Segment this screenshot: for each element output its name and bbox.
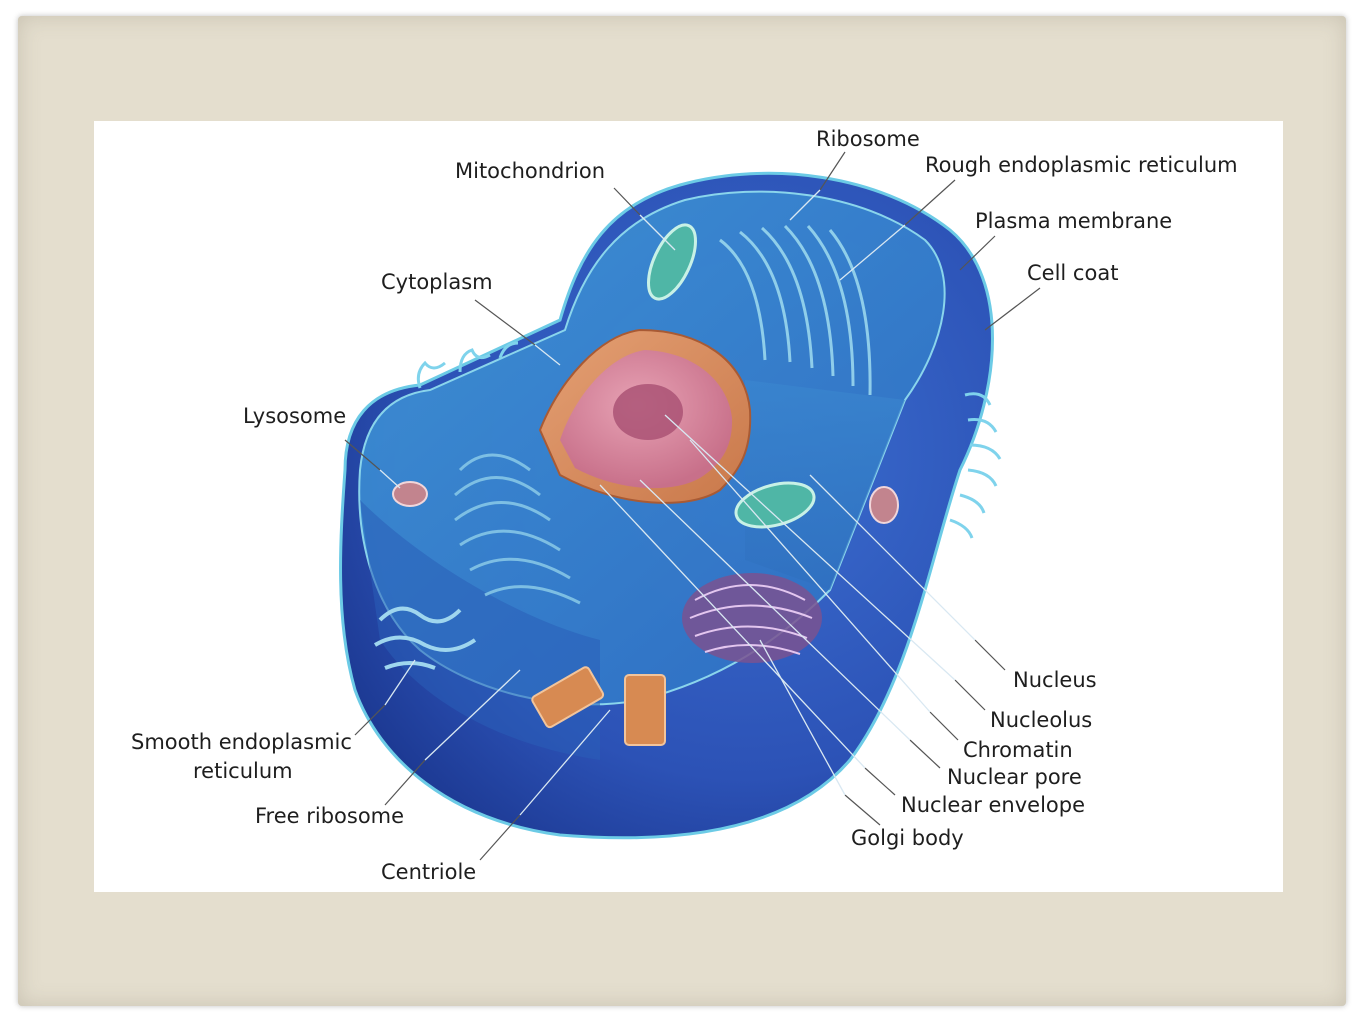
label-nucleolus: Nucleolus <box>990 708 1092 732</box>
mitochondrion-top <box>647 223 697 301</box>
label-cell-coat: Cell coat <box>1027 261 1118 285</box>
leader-nucleolus-inner <box>664 414 956 681</box>
golgi-body <box>682 573 822 663</box>
leader-chromatin <box>929 711 959 741</box>
leader-nuclear-pore <box>909 739 941 769</box>
leader-cytoplasm-inner <box>534 344 561 366</box>
lysosome-shape <box>392 481 428 507</box>
leader-lines <box>344 151 1041 861</box>
leader-plasma-membrane <box>959 235 996 271</box>
leader-golgi-body-inner <box>759 639 846 796</box>
label-smooth-er-line2: reticulum <box>193 759 293 783</box>
leader-nuclear-envelope-inner <box>599 484 866 769</box>
leader-nuclear-envelope <box>864 767 896 796</box>
cell-coat-projections <box>949 392 1002 539</box>
label-nuclear-pore: Nuclear pore <box>947 765 1082 789</box>
leader-ribosome-inner <box>789 189 821 221</box>
leader-ribosome <box>819 151 846 191</box>
label-smooth-er-line1: Smooth endoplasmic <box>131 730 352 754</box>
label-ribosome: Ribosome <box>816 127 920 151</box>
label-plasma-membrane: Plasma membrane <box>975 209 1172 233</box>
leader-nucleus <box>974 639 1006 671</box>
surface-villi <box>416 341 519 389</box>
leader-golgi-body <box>844 794 881 826</box>
label-mitochondrion: Mitochondrion <box>455 159 605 183</box>
label-rough-er: Rough endoplasmic reticulum <box>925 153 1238 177</box>
leader-rough-er <box>904 179 956 226</box>
leader-nucleolus <box>954 679 986 711</box>
leader-cytoplasm <box>474 299 536 346</box>
leader-chromatin-inner <box>689 439 931 713</box>
label-nuclear-envelope: Nuclear envelope <box>901 793 1085 817</box>
leader-mitochondrion-inner <box>639 214 676 251</box>
leader-lysosome-inner <box>379 469 401 489</box>
leader-rough-er-inner <box>839 224 906 281</box>
leader-centriole-inner <box>519 709 611 816</box>
nucleolus-shape <box>613 384 683 440</box>
leader-nuclear-pore-inner <box>639 479 911 741</box>
leader-centriole <box>479 814 521 861</box>
leader-nucleus-inner <box>809 474 976 641</box>
label-free-ribosome: Free ribosome <box>255 804 404 828</box>
smooth-er <box>373 606 477 670</box>
lysosome-shape-2 <box>869 486 899 524</box>
label-chromatin: Chromatin <box>963 738 1073 762</box>
smooth-er-stack-left <box>454 453 581 605</box>
label-golgi-body: Golgi body <box>851 826 964 850</box>
nucleus <box>538 328 752 504</box>
leader-cell-coat <box>984 287 1041 331</box>
leader-lysosome <box>344 439 381 471</box>
leader-mitochondrion <box>613 187 641 216</box>
label-nucleus: Nucleus <box>1013 668 1097 692</box>
label-cytoplasm: Cytoplasm <box>381 270 493 294</box>
leader-smooth-er-inner <box>384 659 416 706</box>
leader-smooth-er <box>354 704 386 736</box>
label-centriole: Centriole <box>381 860 476 884</box>
label-lysosome: Lysosome <box>243 404 346 428</box>
mitochondrion-mid <box>734 481 816 529</box>
leader-free-ribosome-inner <box>424 669 521 761</box>
centriole-shapes <box>531 666 666 746</box>
labels: Ribosome Mitochondrion Rough endoplasmic… <box>131 127 1238 884</box>
leader-free-ribosome <box>384 759 426 806</box>
rough-er <box>719 224 872 396</box>
